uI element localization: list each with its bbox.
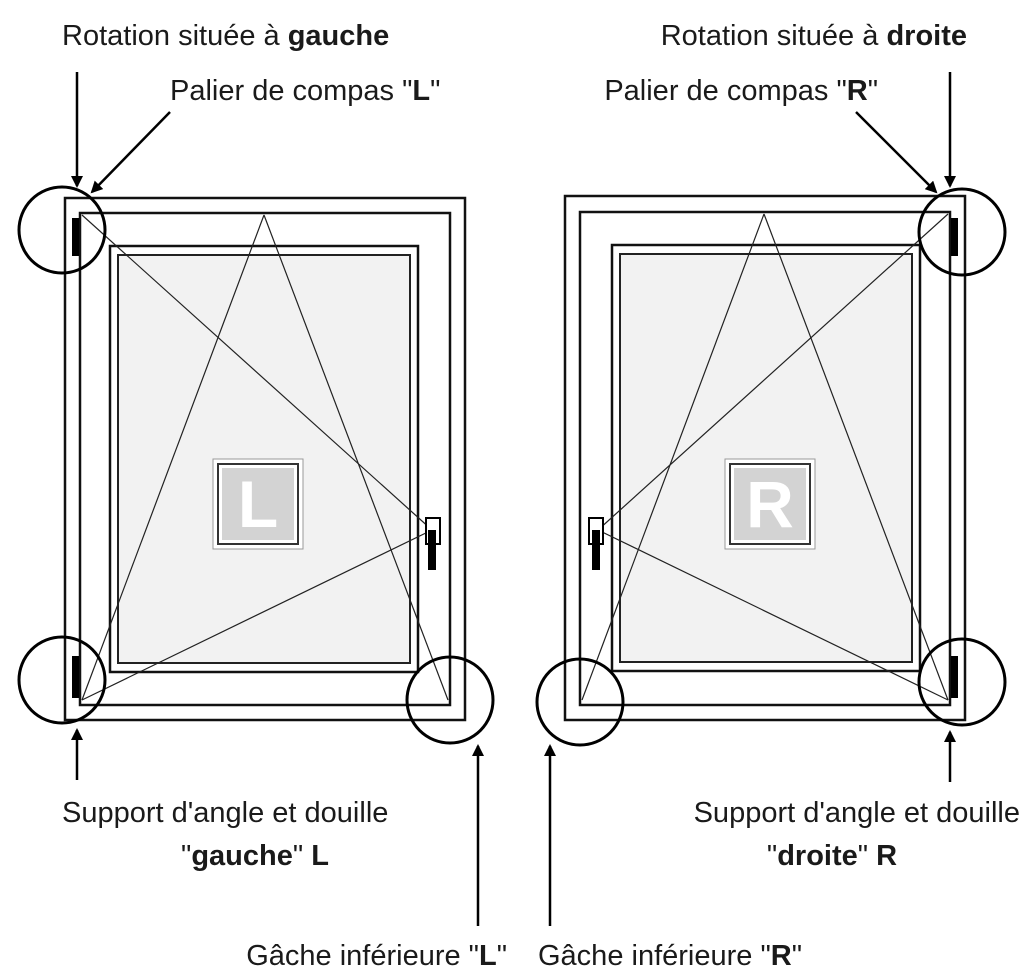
outer-frame-right (563, 194, 967, 722)
circle-support-right (917, 637, 1007, 727)
circle-compas-left (17, 185, 107, 275)
glass-right (619, 253, 913, 663)
arrow-compas-left (90, 111, 171, 194)
label-compas-right: Palier de compas "R" (604, 75, 878, 107)
badge-letter-left: L (238, 467, 278, 541)
circle-support-left (17, 635, 107, 725)
inner-frame-right (578, 210, 952, 707)
hinge-bottom-left (72, 656, 79, 698)
circle-compas-right (917, 187, 1007, 277)
handle-left (425, 517, 441, 570)
label-support-right-line2: "droite" R (767, 840, 897, 872)
badge-right: R (724, 458, 816, 550)
sash-right (610, 243, 922, 673)
inner-frame-left (78, 211, 452, 707)
label-support-left-line2: "gauche" L (181, 840, 329, 872)
handle-right (588, 517, 604, 570)
opening-lines-left (81, 214, 449, 701)
sash-left (108, 244, 420, 674)
label-compas-left: Palier de compas "L" (170, 75, 440, 107)
label-gache-left: Gâche inférieure "L" (246, 940, 507, 972)
arrow-compas-right (855, 111, 938, 194)
label-support-right-line1: Support d'angle et douille (694, 797, 1020, 829)
label-support-left-line1: Support d'angle et douille (62, 797, 388, 829)
badge-letter-right: R (746, 467, 794, 541)
window-right: R (535, 187, 1007, 747)
hinge-top-right (951, 218, 958, 256)
circle-gache-left (405, 655, 495, 745)
outer-frame-left (63, 196, 467, 722)
hinge-bottom-right (951, 656, 958, 698)
opening-lines-right (581, 213, 949, 701)
label-gache-right: Gâche inférieure "R" (538, 940, 802, 972)
label-rotation-left: Rotation située à gauche (62, 20, 389, 52)
circle-gache-right (535, 657, 625, 747)
hinge-top-left (72, 218, 79, 256)
window-left: L (17, 185, 495, 745)
label-rotation-right: Rotation située à droite (661, 20, 967, 52)
badge-left: L (212, 458, 304, 550)
arrows (71, 72, 956, 926)
